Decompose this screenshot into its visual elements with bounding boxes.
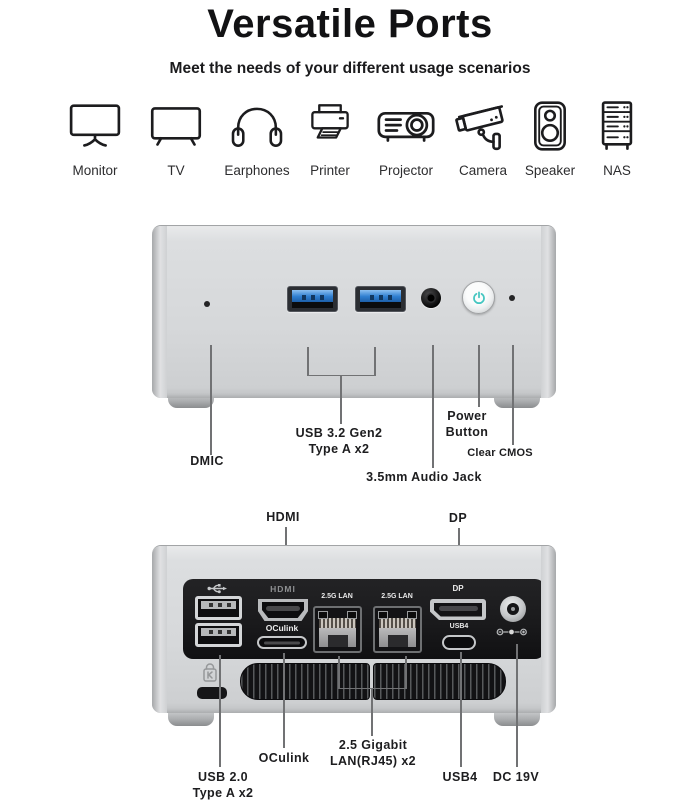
callout-clear-cmos: Clear CMOS bbox=[467, 447, 533, 459]
usb2-port-1 bbox=[195, 596, 242, 620]
callout-power-button: Power Button bbox=[445, 409, 489, 439]
callout-line-audio bbox=[432, 345, 434, 468]
dp-port bbox=[430, 599, 486, 620]
nas-icon bbox=[571, 98, 663, 154]
usb2-port-2 bbox=[195, 623, 242, 647]
dp-port-label: DP bbox=[452, 584, 464, 593]
scenario-label: Monitor bbox=[72, 163, 118, 178]
callout-line-lan-right bbox=[405, 656, 407, 688]
dc-polarity-icon bbox=[496, 627, 530, 637]
callout-line-cmos bbox=[512, 345, 514, 445]
callout-line-oculink bbox=[283, 653, 285, 748]
callout-line-dc bbox=[516, 644, 518, 767]
callout-usb4: USB4 bbox=[442, 770, 478, 784]
callout-audio-jack: 3.5mm Audio Jack bbox=[366, 470, 482, 484]
callout-dmic: DMIC bbox=[190, 454, 224, 468]
usb-trident-icon bbox=[207, 582, 229, 595]
scenario-label: Projector bbox=[378, 163, 434, 178]
hdmi-port-label: HDMI bbox=[270, 584, 296, 594]
vent-grille-right bbox=[373, 663, 506, 700]
rear-io-panel: HDMI OCulink 2.5G LAN 2.5G LAN DP USB4 bbox=[183, 579, 545, 659]
callout-line-dmic bbox=[210, 345, 212, 455]
audio-jack-port bbox=[421, 288, 441, 308]
camera-icon bbox=[437, 98, 529, 154]
callout-line-usb-center bbox=[340, 374, 342, 424]
scenario-printer: Printer bbox=[284, 98, 376, 178]
clear-cmos-pinhole bbox=[509, 295, 515, 301]
scenario-label: Speaker bbox=[524, 163, 576, 178]
usb4-port-label: USB4 bbox=[449, 623, 469, 630]
callout-line-usb-left bbox=[307, 347, 309, 375]
tv-icon bbox=[130, 98, 222, 154]
callout-line-usb-right bbox=[374, 347, 376, 375]
lan2-port-label: 2.5G LAN bbox=[381, 593, 413, 600]
front-panel-device bbox=[152, 225, 556, 408]
lan1-port-label: 2.5G LAN bbox=[321, 593, 353, 600]
scenario-camera: Camera bbox=[437, 98, 529, 178]
lan-port-1 bbox=[313, 606, 362, 653]
scenario-label: NAS bbox=[603, 163, 631, 178]
power-button bbox=[462, 281, 495, 314]
callout-oculink: OCulink bbox=[258, 751, 310, 765]
scenario-projector: Projector bbox=[360, 98, 452, 178]
usb4-port bbox=[442, 635, 476, 650]
front-panel-face bbox=[152, 225, 556, 398]
callout-line-power bbox=[478, 345, 480, 407]
rear-panel-device: HDMI OCulink 2.5G LAN 2.5G LAN DP USB4 bbox=[152, 545, 556, 726]
callout-lan: 2.5 Gigabit LAN(RJ45) x2 bbox=[329, 738, 417, 768]
printer-icon bbox=[284, 98, 376, 154]
callout-line-lan-left bbox=[338, 656, 340, 688]
callout-line-lan-center bbox=[371, 687, 373, 736]
scenario-monitor: Monitor bbox=[49, 98, 141, 178]
scenario-earphones: Earphones bbox=[211, 98, 303, 178]
rear-panel-face: HDMI OCulink 2.5G LAN 2.5G LAN DP USB4 bbox=[152, 545, 556, 713]
kensington-lock-icon bbox=[202, 661, 218, 683]
lan-port-2 bbox=[373, 606, 422, 653]
earphones-icon bbox=[211, 98, 303, 154]
oculink-port bbox=[257, 636, 307, 649]
kensington-lock-slot bbox=[197, 687, 227, 699]
scenario-label: Printer bbox=[310, 163, 350, 178]
usb3-port-1 bbox=[287, 286, 338, 312]
callout-usb20: USB 2.0 Type A x2 bbox=[192, 770, 254, 800]
power-icon bbox=[472, 290, 485, 304]
dc-power-jack bbox=[500, 596, 526, 622]
callout-dc: DC 19V bbox=[492, 770, 540, 784]
scenario-label: Earphones bbox=[224, 163, 290, 178]
callout-dp: DP bbox=[448, 511, 468, 525]
monitor-icon bbox=[49, 98, 141, 154]
callout-line-usb4 bbox=[460, 652, 462, 767]
page-title: Versatile Ports bbox=[207, 2, 493, 46]
projector-icon bbox=[360, 98, 452, 154]
callout-usb32: USB 3.2 Gen2 Type A x2 bbox=[295, 426, 383, 456]
scenario-speaker: Speaker bbox=[504, 98, 596, 178]
speaker-icon bbox=[504, 98, 596, 154]
callout-hdmi: HDMI bbox=[266, 510, 300, 524]
vent-grille-left bbox=[240, 663, 370, 700]
dmic-pinhole bbox=[204, 301, 210, 307]
usb3-port-2 bbox=[355, 286, 406, 312]
scenario-nas: NAS bbox=[571, 98, 663, 178]
page-subtitle: Meet the needs of your different usage s… bbox=[169, 60, 531, 77]
scenario-label: TV bbox=[167, 163, 185, 178]
scenario-label: Camera bbox=[458, 163, 507, 178]
scenario-tv: TV bbox=[130, 98, 222, 178]
hdmi-port bbox=[258, 599, 308, 621]
oculink-port-label: OCulink bbox=[265, 623, 299, 633]
callout-line-usb20 bbox=[219, 655, 221, 767]
